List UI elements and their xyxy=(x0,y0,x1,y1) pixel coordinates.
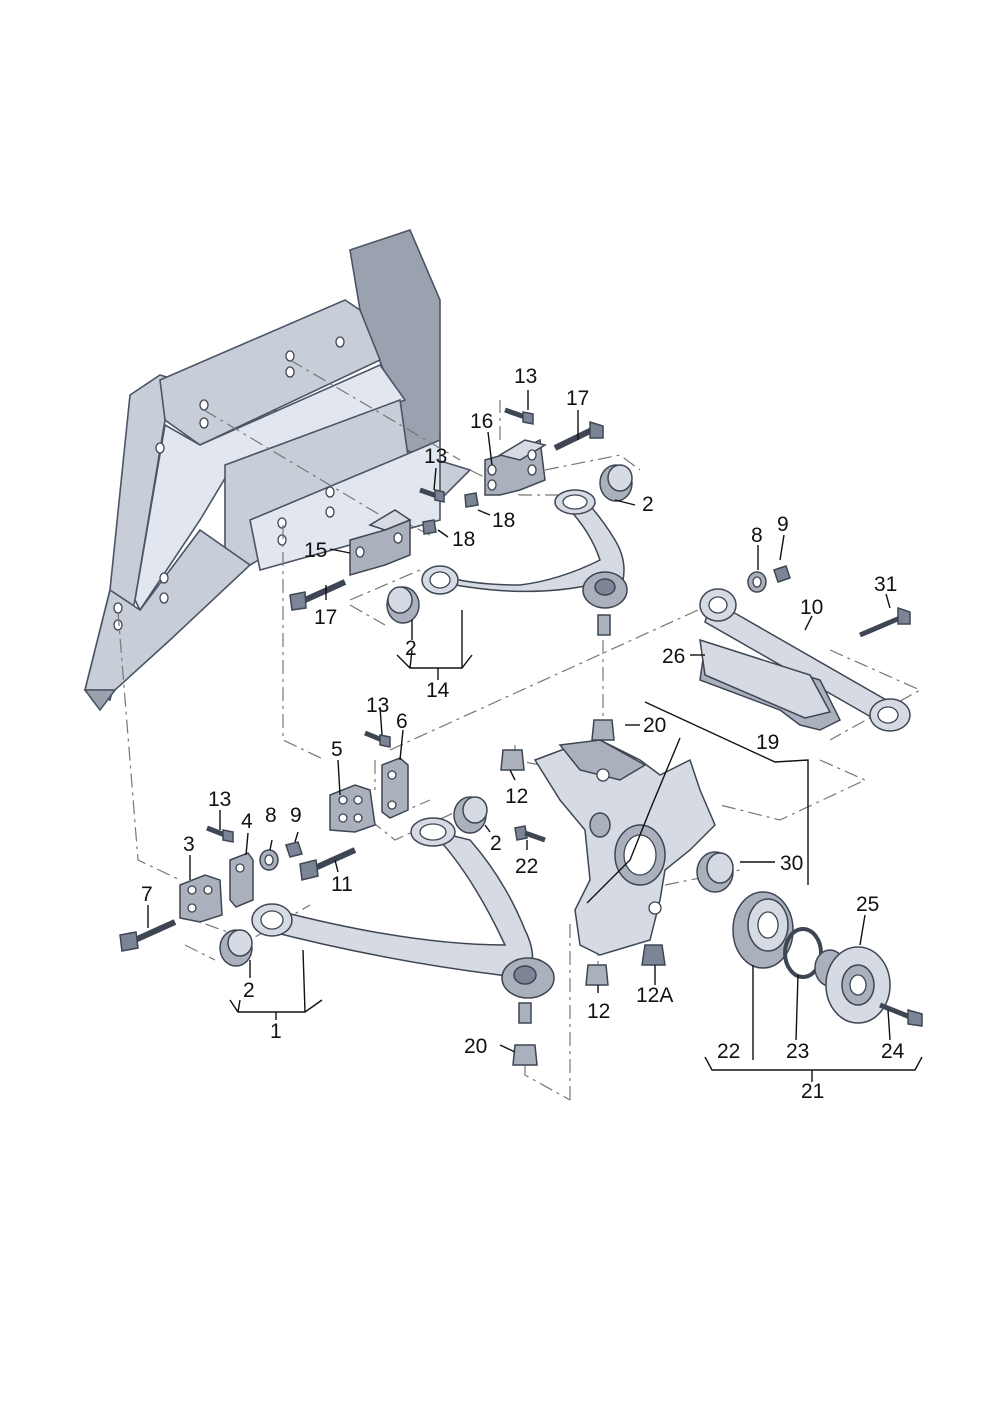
label-13-lower-b: 13 xyxy=(208,788,231,811)
upper-bracket-16 xyxy=(484,438,547,496)
bracket-4 xyxy=(229,852,254,908)
bushing-2-upper-a xyxy=(386,586,420,624)
label-2-upper-left: 2 xyxy=(405,637,417,660)
label-12A: 12A xyxy=(636,984,673,1007)
bolt-24 xyxy=(879,1002,923,1027)
wheel-carrier xyxy=(533,739,716,956)
label-1: 1 xyxy=(270,1020,282,1043)
label-18-mid: 18 xyxy=(452,528,475,551)
label-14: 14 xyxy=(426,679,450,702)
bushing-2-lower-a xyxy=(219,929,253,967)
label-8-upper: 8 xyxy=(751,524,763,547)
bolt-13-upper xyxy=(504,407,534,425)
bolt-13-lower-b xyxy=(206,825,234,843)
label-25: 25 xyxy=(856,893,879,916)
nut-12A xyxy=(641,944,666,966)
nut-12-upper xyxy=(500,749,525,771)
nut-20-upper xyxy=(591,719,615,741)
nut-9-lower xyxy=(285,841,303,858)
label-22-hub: 22 xyxy=(717,1040,740,1063)
label-15: 15 xyxy=(304,539,327,562)
subframe-holes xyxy=(113,336,345,631)
bolt-22-knuckle xyxy=(514,825,546,843)
bushing-2-lower-b xyxy=(453,796,488,834)
label-9-upper: 9 xyxy=(777,513,789,536)
label-13-lower-a: 13 xyxy=(366,694,389,717)
nut-9-upper xyxy=(773,565,791,583)
label-5: 5 xyxy=(331,738,343,761)
label-17-mid: 17 xyxy=(314,606,337,629)
label-10: 10 xyxy=(800,596,823,619)
label-3: 3 xyxy=(183,833,195,856)
label-24: 24 xyxy=(881,1040,905,1063)
lower-control-arm-1 xyxy=(251,817,555,1024)
callout-labels: 13 17 16 13 18 2 18 15 17 2 14 8 9 31 10… xyxy=(141,365,905,1103)
bolt-17-lower xyxy=(289,579,347,611)
nut-12-lower xyxy=(585,964,609,986)
washer-8-lower xyxy=(259,849,279,871)
nut-18-mid xyxy=(422,519,437,535)
label-4: 4 xyxy=(241,810,253,833)
label-6: 6 xyxy=(396,710,408,733)
label-31: 31 xyxy=(874,573,897,596)
toe-link-10 xyxy=(699,588,911,732)
bolt-31 xyxy=(859,606,911,638)
wheel-bearing-22 xyxy=(732,891,794,969)
alignment-lines xyxy=(117,359,922,1101)
label-16: 16 xyxy=(470,410,493,433)
bushing-2-upper-b xyxy=(599,464,633,502)
bracket-5 xyxy=(329,784,376,833)
label-2-lower-left: 2 xyxy=(243,979,255,1002)
nut-18-upper xyxy=(464,492,479,508)
label-20-lower: 20 xyxy=(464,1035,487,1058)
label-7: 7 xyxy=(141,883,153,906)
label-13-top: 13 xyxy=(514,365,537,388)
label-11: 11 xyxy=(331,873,353,896)
bolt-11 xyxy=(299,847,357,881)
bolt-7 xyxy=(119,919,177,952)
label-2-lower-right: 2 xyxy=(490,832,502,855)
label-30: 30 xyxy=(780,852,803,875)
label-9-lower: 9 xyxy=(290,804,302,827)
wheel-hub-25 xyxy=(814,946,891,1024)
label-12-lower: 12 xyxy=(587,1000,610,1023)
label-18-upper: 18 xyxy=(492,509,515,532)
bolt-13-lower-a xyxy=(364,730,391,748)
washer-8-upper xyxy=(747,571,767,593)
label-26: 26 xyxy=(662,645,685,668)
bracket-6 xyxy=(381,757,409,819)
label-23: 23 xyxy=(786,1040,809,1063)
upper-control-arm-14 xyxy=(421,489,628,636)
subframe xyxy=(83,229,472,712)
leader-lines xyxy=(147,390,923,1082)
bracket-3 xyxy=(179,874,223,923)
nut-20-lower xyxy=(512,1044,538,1066)
label-22-knuckle: 22 xyxy=(515,855,538,878)
bolt-13-mid xyxy=(419,487,445,503)
label-2-upper-right: 2 xyxy=(642,493,654,516)
label-12-upper: 12 xyxy=(505,785,528,808)
label-17-top: 17 xyxy=(566,387,589,410)
label-20-upper: 20 xyxy=(643,714,666,737)
upper-bracket-15 xyxy=(349,509,412,576)
bolt-17-upper xyxy=(553,420,604,451)
label-21: 21 xyxy=(801,1080,824,1103)
label-8-lower: 8 xyxy=(265,804,277,827)
label-19: 19 xyxy=(756,731,779,754)
label-13-mid: 13 xyxy=(424,445,447,468)
cover-19-26 xyxy=(699,638,842,731)
bushing-30 xyxy=(696,851,734,893)
